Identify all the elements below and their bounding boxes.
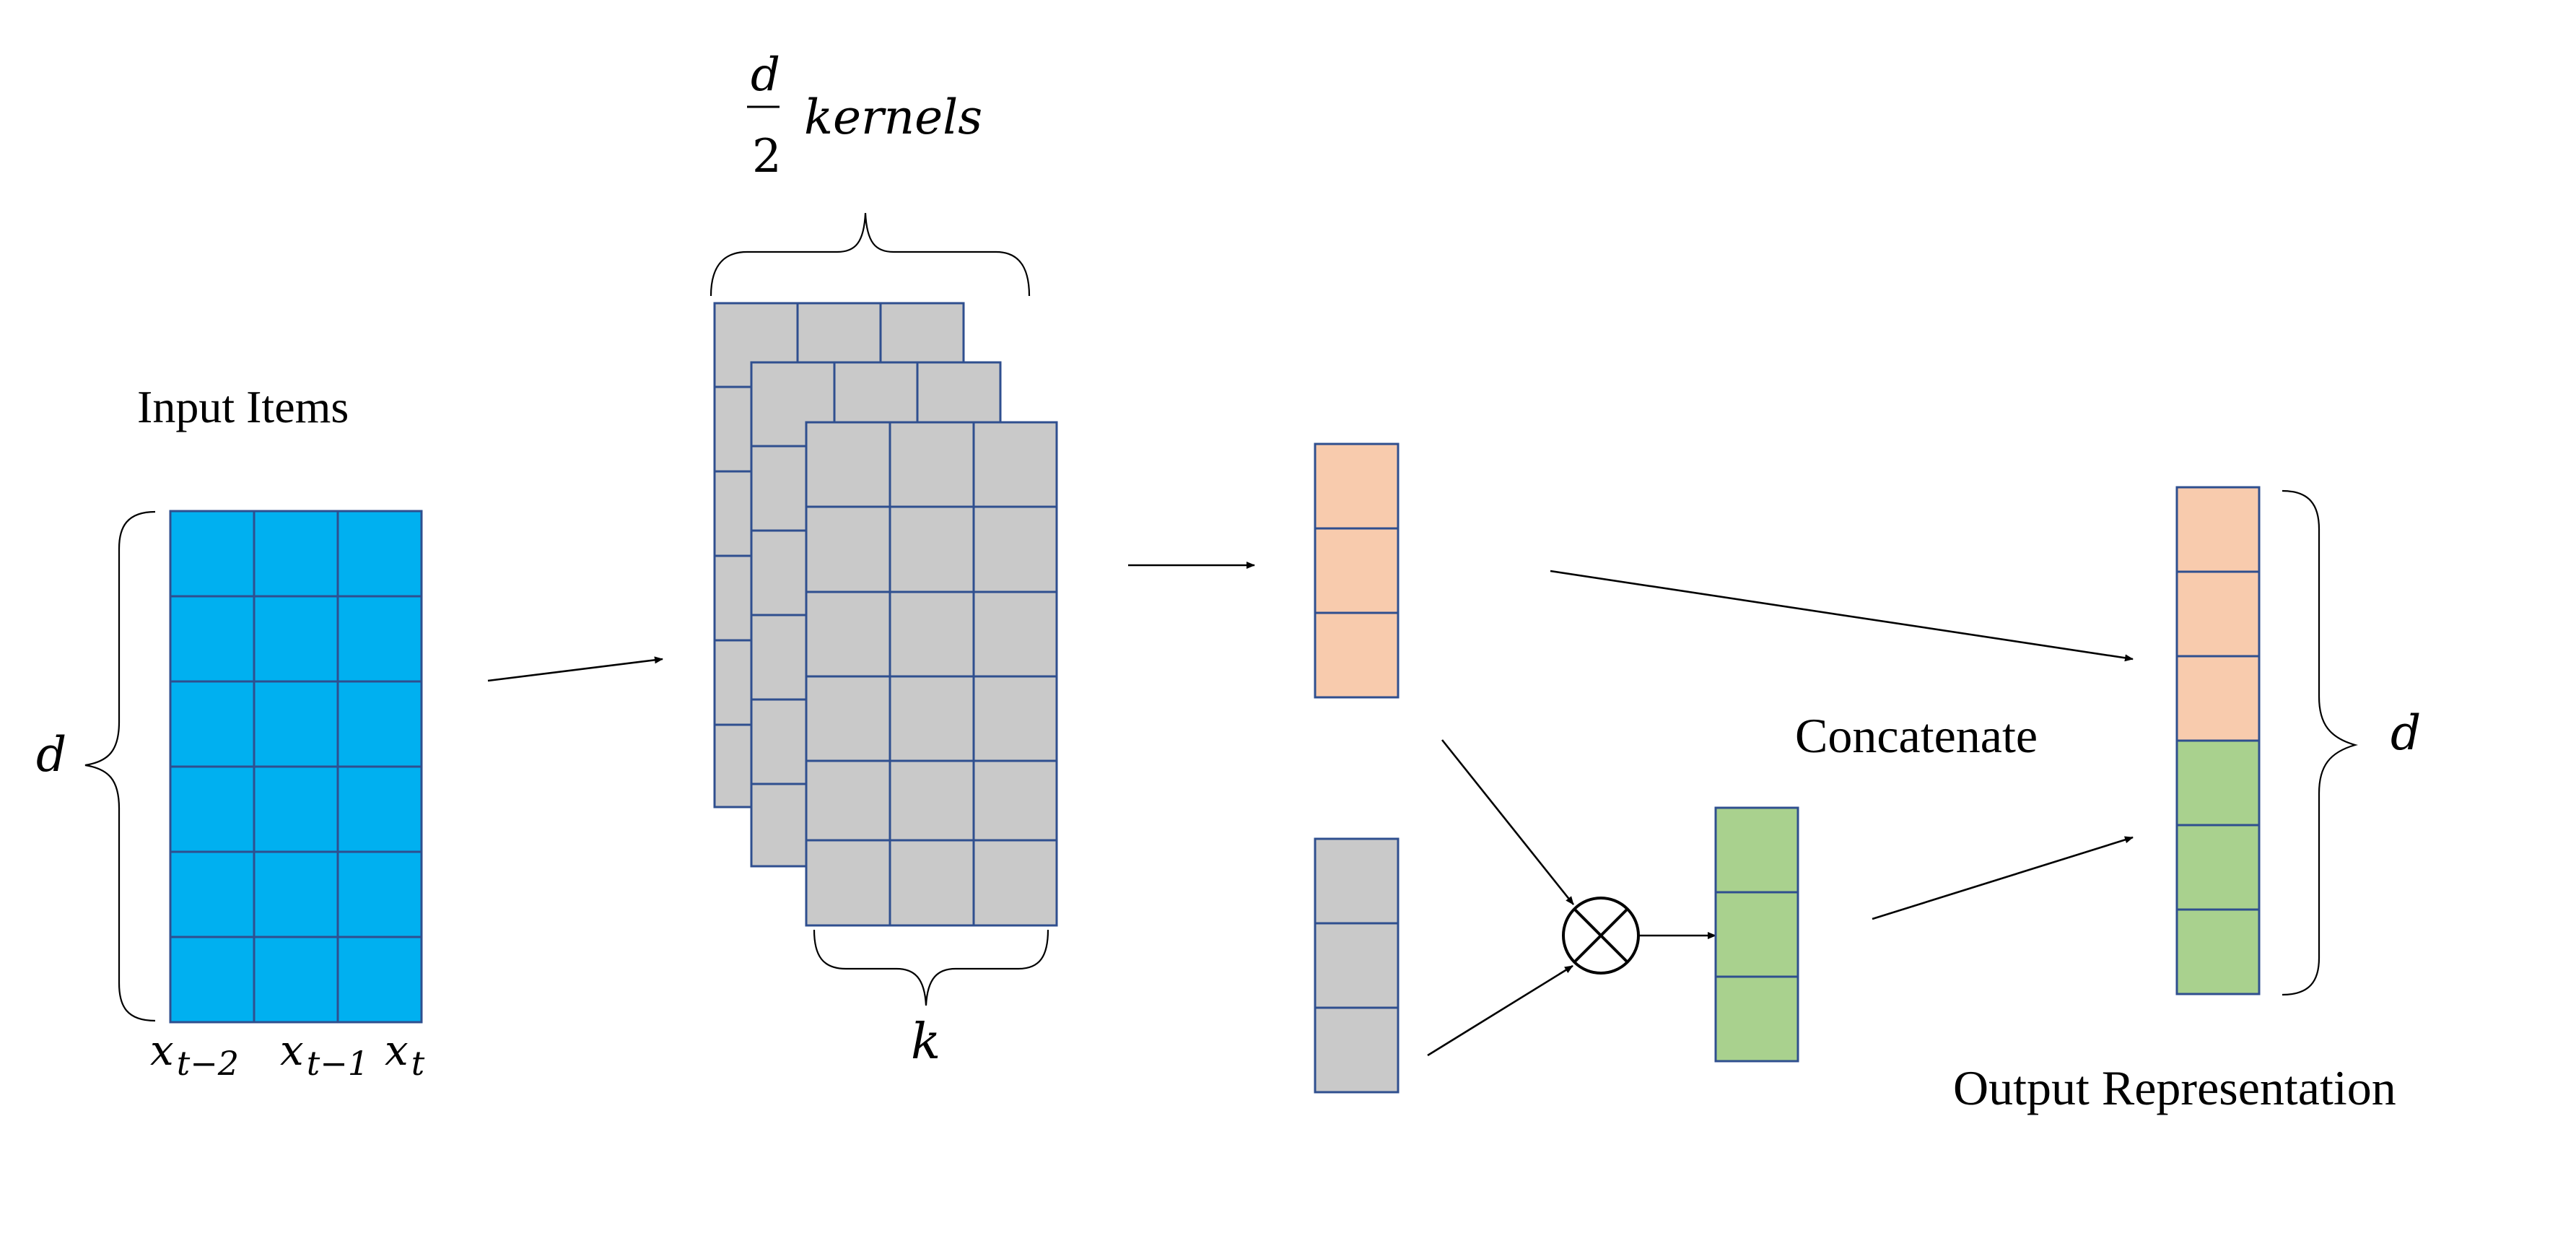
- kernel-front-cell: [972, 839, 1058, 927]
- input-xt-minus-2-label: xt−2: [150, 1026, 239, 1083]
- input-cell: [336, 680, 423, 768]
- gray-vector: [1314, 837, 1400, 1094]
- kernel-front-cell: [805, 759, 891, 842]
- orange-cell: [1314, 443, 1400, 530]
- kernel-front-cell: [805, 421, 891, 508]
- input-matrix: [169, 510, 423, 1024]
- kernels-fraction-numerator: d: [751, 48, 780, 102]
- output-right-brace: [2282, 489, 2358, 996]
- kernel-front-cell: [888, 505, 975, 593]
- kernels-fraction-denominator: 2: [752, 130, 782, 183]
- input-cell: [169, 680, 256, 768]
- kernel-front-cell: [888, 590, 975, 678]
- kernels-k-label: k: [911, 1014, 940, 1071]
- output-orange-cell: [2175, 570, 2261, 658]
- kernels-bottom-brace: [813, 929, 1049, 1006]
- output-vector: [2175, 486, 2261, 995]
- kernel-front-cell: [805, 839, 891, 927]
- orange-cell: [1314, 611, 1400, 699]
- output-orange-cell: [2175, 655, 2261, 742]
- orange-vector: [1314, 443, 1400, 699]
- input-cell: [336, 850, 423, 938]
- input-cell: [169, 765, 256, 853]
- kernel-front-cell: [972, 759, 1058, 842]
- orange-cell: [1314, 527, 1400, 614]
- multiply-operator: [1562, 897, 1640, 975]
- kernel-front-cell: [972, 675, 1058, 762]
- orange-to-multiply-arrow: [1441, 739, 1575, 905]
- output-d-label: d: [2391, 705, 2421, 761]
- input-xt-label: xt: [385, 1026, 425, 1083]
- kernel-layer-front: [805, 421, 1058, 927]
- green-cell: [1714, 806, 1799, 894]
- kernel-front-cell: [805, 505, 891, 593]
- kernels-top-brace: [710, 212, 1031, 297]
- kernel-front-cell: [888, 839, 975, 927]
- input-to-kernels-arrow: [487, 656, 663, 682]
- gray-to-multiply-arrow: [1427, 964, 1573, 1057]
- input-cell: [336, 510, 423, 598]
- kernel-front-cell: [972, 421, 1058, 508]
- input-cell: [253, 680, 339, 768]
- input-d-label: d: [36, 727, 66, 783]
- input-items-label: Input Items: [137, 381, 349, 432]
- gray-cell: [1314, 1006, 1400, 1094]
- kernel-front-cell: [805, 590, 891, 678]
- gray-cell: [1314, 837, 1400, 925]
- input-cell: [336, 595, 423, 683]
- output-orange-cell: [2175, 486, 2261, 573]
- input-cell: [169, 936, 256, 1024]
- kernel-stack: [713, 302, 1058, 927]
- input-cell: [336, 936, 423, 1024]
- input-cell: [169, 595, 256, 683]
- input-cell: [253, 510, 339, 598]
- input-cell: [253, 936, 339, 1024]
- concatenate-label: Concatenate: [1795, 708, 2038, 763]
- input-cell: [253, 850, 339, 938]
- kernel-front-cell: [888, 675, 975, 762]
- input-cell: [336, 765, 423, 853]
- green-cell: [1714, 891, 1799, 978]
- green-vector: [1714, 806, 1799, 1063]
- gray-cell: [1314, 922, 1400, 1009]
- kernel-front-cell: [972, 505, 1058, 593]
- kernel-front-cell: [972, 590, 1058, 678]
- output-green-cell: [2175, 739, 2261, 827]
- input-cell: [169, 850, 256, 938]
- input-left-brace: [84, 510, 156, 1022]
- kernel-front-cell: [888, 421, 975, 508]
- input-cell: [169, 510, 256, 598]
- green-to-output-arrow: [1872, 836, 2134, 920]
- kernels-word-label: kernels: [804, 90, 982, 145]
- input-cell: [253, 765, 339, 853]
- multiply-cross-line: [1573, 907, 1629, 964]
- green-cell: [1714, 975, 1799, 1063]
- output-green-cell: [2175, 824, 2261, 911]
- orange-to-output-arrow: [1550, 570, 2134, 662]
- input-xt-minus-1-label: xt−1: [280, 1026, 369, 1083]
- kernel-front-cell: [805, 675, 891, 762]
- output-representation-label: Output Representation: [1953, 1060, 2396, 1115]
- input-cell: [253, 595, 339, 683]
- output-green-cell: [2175, 908, 2261, 995]
- kernel-front-cell: [888, 759, 975, 842]
